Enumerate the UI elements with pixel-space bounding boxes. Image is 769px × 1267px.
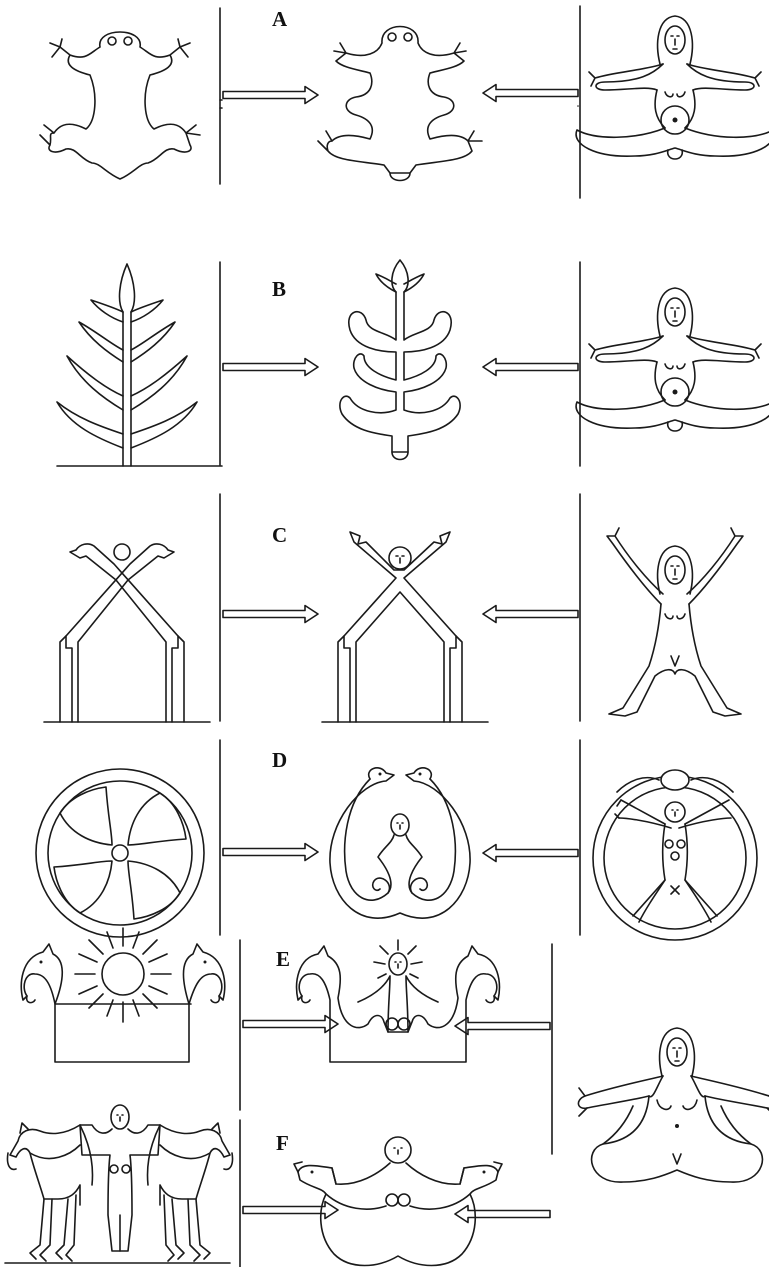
arrow-left-f: [455, 1206, 550, 1223]
arrow-left-b: [483, 359, 578, 376]
boat-goddess-icon: [297, 940, 500, 1062]
goddess-horses-icon: [5, 1105, 233, 1263]
row-label-d: D: [272, 748, 287, 772]
frog-goddess-icon: [318, 27, 482, 181]
arrow-right-a: [223, 87, 318, 104]
row-a: A: [40, 6, 769, 198]
row-f: F: [5, 1105, 550, 1267]
spread-goddess-icon: [576, 16, 769, 159]
arrow-left-a: [483, 85, 578, 102]
row-b: B: [57, 260, 769, 466]
arrow-right-b: [223, 359, 318, 376]
row-d: D: [36, 740, 757, 940]
arrow-left-e: [455, 1018, 550, 1035]
tree-icon: [57, 264, 222, 466]
bird-goddess-icon: [330, 768, 470, 918]
arrow-right-f: [243, 1202, 338, 1219]
row-label-f: F: [276, 1131, 289, 1155]
wheel-goddess-icon: [593, 770, 757, 940]
row-label-e: E: [276, 947, 290, 971]
arrow-right-e: [243, 1016, 338, 1033]
horse-gable-icon: [44, 544, 210, 722]
arrow-left-d: [483, 845, 578, 862]
arrow-right-c: [223, 606, 318, 623]
row-label-a: A: [272, 7, 288, 31]
arrow-left-c: [483, 606, 578, 623]
sun-boat-icon: [21, 928, 224, 1062]
frog-icon: [40, 32, 200, 179]
seated-goddess-icon: [578, 1028, 769, 1182]
row-c: C: [44, 494, 743, 722]
row-label-b: B: [272, 277, 286, 301]
tree-goddess-icon: [340, 260, 460, 460]
row-label-c: C: [272, 523, 287, 547]
gable-goddess-icon: [322, 532, 488, 722]
arrow-right-d: [223, 844, 318, 861]
solar-wheel-icon: [36, 769, 204, 937]
standing-goddess-icon: [607, 528, 743, 716]
spread-goddess-icon-b: [576, 288, 769, 431]
row-e: E: [21, 928, 769, 1182]
